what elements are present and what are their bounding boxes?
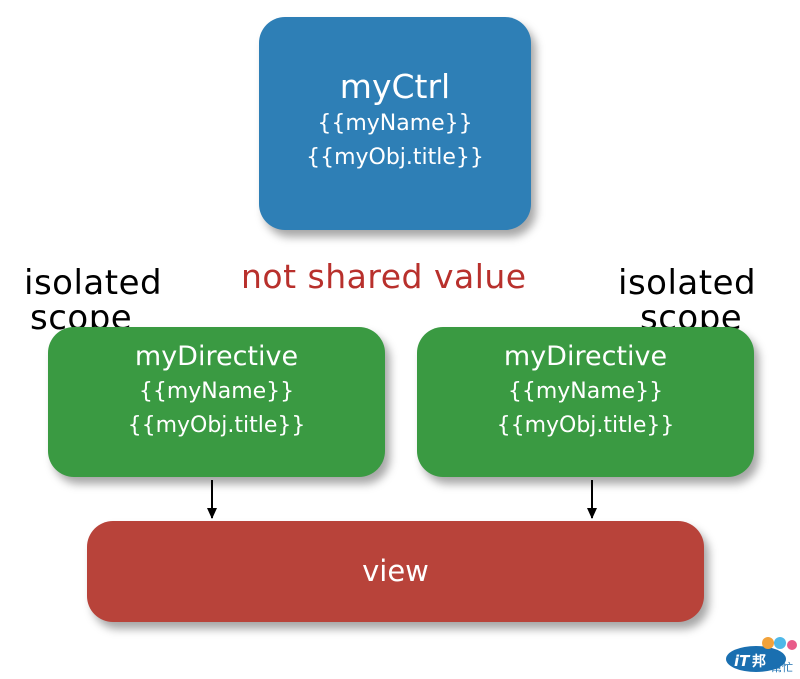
my-directive-title: myDirective bbox=[134, 341, 299, 372]
svg-text:邦: 邦 bbox=[752, 653, 766, 670]
not-shared-value-label: not shared value bbox=[241, 257, 527, 296]
view-box: view bbox=[87, 521, 704, 622]
ithome-logo: iT 邦 幫忙 bbox=[722, 631, 800, 675]
my-ctrl-myname: {{myName}} bbox=[317, 111, 473, 136]
my-directive-box-right: myDirective {{myName}} {{myObj.title}} bbox=[417, 327, 754, 477]
my-ctrl-box: myCtrl {{myName}} {{myObj.title}} bbox=[259, 17, 531, 230]
isolated-label-line1: isolated bbox=[24, 263, 163, 303]
my-ctrl-title: myCtrl bbox=[339, 67, 451, 106]
my-directive-title: myDirective bbox=[503, 341, 668, 372]
my-directive-box-left: myDirective {{myName}} {{myObj.title}} bbox=[48, 327, 385, 477]
arrow-head-left bbox=[207, 508, 217, 519]
view-title: view bbox=[362, 554, 429, 588]
svg-text:iT: iT bbox=[734, 652, 751, 670]
my-directive-myobj-title: {{myObj.title}} bbox=[496, 413, 675, 438]
my-directive-myname: {{myName}} bbox=[507, 379, 664, 404]
svg-text:幫忙: 幫忙 bbox=[771, 660, 793, 674]
isolated-scope-label-left: isolated scope bbox=[24, 266, 162, 336]
arrow-head-right bbox=[587, 508, 597, 519]
my-directive-myobj-title: {{myObj.title}} bbox=[127, 413, 306, 438]
my-ctrl-myobj-title: {{myObj.title}} bbox=[306, 145, 484, 170]
my-directive-myname: {{myName}} bbox=[138, 379, 295, 404]
isolated-label-line1: isolated bbox=[618, 263, 757, 303]
